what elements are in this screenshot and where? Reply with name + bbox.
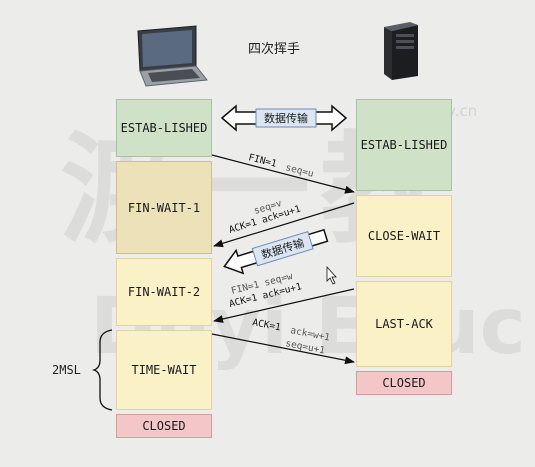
server-state-close-wait: CLOSE-WAIT [356, 195, 452, 277]
client-state-fin-wait-2: FIN-WAIT-2 [116, 258, 212, 326]
ack1-arrow [213, 202, 355, 248]
client-state-closed: CLOSED [116, 414, 212, 438]
server-state-established: ESTAB-LISHED [356, 99, 452, 191]
ack2-label-a: ACK=1 [251, 317, 281, 333]
client-state-fin-wait-1: FIN-WAIT-1 [116, 161, 212, 254]
fin2-arrow [213, 288, 355, 323]
diagram-title: 四次挥手 [248, 42, 301, 57]
fin1-arrow [211, 154, 355, 194]
client-state-established: ESTAB-LISHED [116, 99, 212, 157]
data-transfer-label: 数据传输 [264, 111, 308, 125]
time-wait-bracket [91, 329, 113, 411]
data-transfer-arrow-left: 数据传输 [223, 228, 329, 275]
two-msl-label: 2MSL [52, 363, 81, 377]
data-transfer-double-arrow: 数据传输 [220, 104, 348, 132]
server-state-last-ack: LAST-ACK [356, 281, 452, 367]
client-state-time-wait: TIME-WAIT [116, 330, 212, 410]
ack2-arrow [211, 333, 355, 365]
server-state-closed: CLOSED [356, 371, 452, 395]
